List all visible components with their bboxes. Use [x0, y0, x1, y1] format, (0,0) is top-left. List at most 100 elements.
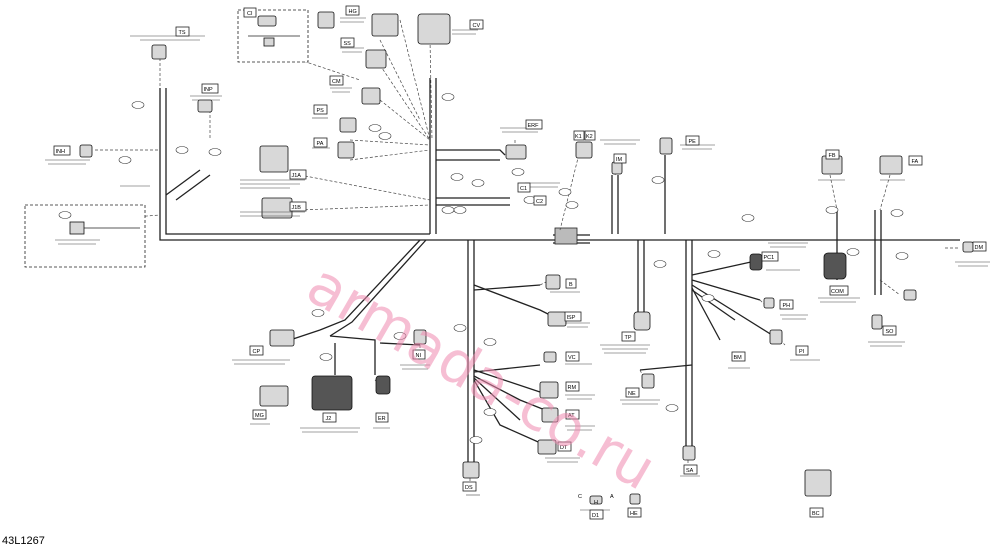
label-J2: J2	[322, 412, 337, 423]
svg-text:ISP: ISP	[567, 315, 576, 321]
svg-text:DM: DM	[975, 245, 984, 251]
label-MG: MG	[252, 409, 267, 420]
connector-labels: TS HG CV SS CM PS PA INH INP J1A J1B ERF…	[53, 5, 987, 520]
label-COM: COM	[829, 285, 849, 296]
svg-text:J1B: J1B	[292, 205, 302, 211]
label-HG: HG	[345, 5, 360, 16]
label-K1: K1	[573, 130, 585, 141]
inset-box-top	[237, 9, 309, 63]
svg-text:CM: CM	[332, 79, 341, 85]
label-PI: PI	[795, 345, 809, 356]
svg-text:DS: DS	[465, 485, 473, 491]
label-D1: D1	[589, 509, 604, 520]
right-center-branch	[637, 240, 781, 460]
svg-text:C2: C2	[536, 199, 543, 205]
svg-text:COM: COM	[831, 289, 844, 295]
drawing-reference: 43L1267	[2, 535, 45, 547]
svg-text:BM: BM	[734, 355, 743, 361]
label-J1A: J1A	[289, 169, 307, 180]
label-INH: INH	[53, 145, 71, 156]
connectors	[79, 11, 974, 505]
label-CP: CP	[249, 345, 264, 356]
svg-text:FA: FA	[912, 159, 919, 165]
svg-text:NE: NE	[628, 391, 636, 397]
label-INP: INP	[201, 83, 219, 94]
svg-text:CI: CI	[247, 11, 253, 17]
pin-mark-c: C	[578, 494, 582, 500]
label-C1: C1	[517, 182, 531, 193]
label-FB: FB	[825, 149, 840, 160]
label-AT: AT	[565, 409, 580, 420]
label-IM: IM	[613, 153, 627, 164]
svg-text:K2: K2	[586, 134, 593, 140]
label-PH: PH	[779, 299, 794, 310]
label-ISP: ISP	[564, 311, 582, 322]
label-ERF: ERF	[525, 119, 543, 130]
svg-text:PS: PS	[317, 108, 325, 114]
svg-text:A: A	[610, 494, 614, 500]
label-SS: SS	[340, 37, 355, 48]
label-PS: PS	[313, 104, 328, 115]
label-SA: SA	[683, 464, 698, 475]
label-NI: NI	[412, 349, 426, 360]
description-text-lines	[45, 17, 990, 511]
label-CI: CI	[243, 7, 257, 18]
label-PC1: PC1	[761, 251, 779, 262]
svg-text:TS: TS	[179, 30, 186, 36]
svg-text:NI: NI	[416, 353, 422, 359]
label-DS: DS	[462, 481, 477, 492]
svg-text:TP: TP	[625, 335, 632, 341]
svg-text:B: B	[569, 282, 573, 288]
svg-text:C: C	[578, 494, 582, 500]
svg-text:PC1: PC1	[764, 255, 775, 261]
svg-text:FB: FB	[829, 153, 836, 159]
label-RM: RM	[565, 381, 580, 392]
svg-text:K1: K1	[575, 134, 582, 140]
svg-text:PA: PA	[317, 141, 324, 147]
svg-text:INP: INP	[204, 87, 214, 93]
label-BM: BM	[731, 351, 746, 362]
svg-text:VC: VC	[568, 355, 576, 361]
svg-text:HG: HG	[349, 9, 357, 15]
label-TP: TP	[621, 331, 636, 342]
svg-text:HE: HE	[630, 511, 638, 517]
svg-text:PI: PI	[799, 349, 805, 355]
svg-text:SS: SS	[344, 41, 352, 47]
pin-mark-a: A	[610, 494, 614, 500]
svg-text:PH: PH	[783, 303, 791, 309]
svg-text:CV: CV	[473, 23, 481, 29]
label-VC: VC	[565, 351, 580, 362]
svg-text:SO: SO	[886, 329, 895, 335]
label-PE: PE	[685, 135, 700, 146]
label-C2: C2	[533, 195, 547, 206]
svg-text:J1A: J1A	[292, 173, 302, 179]
label-PA: PA	[313, 137, 328, 148]
pin-mark-h: H	[594, 500, 598, 506]
label-K2: K2	[584, 130, 596, 141]
label-B: B	[565, 278, 577, 289]
label-TS: TS	[175, 26, 190, 37]
label-CM: CM	[329, 75, 344, 86]
label-HE: HE	[627, 507, 642, 518]
lower-left-branch	[289, 239, 427, 375]
label-ER: ER	[375, 412, 389, 423]
label-NE: NE	[625, 387, 640, 398]
svg-text:RM: RM	[568, 385, 577, 391]
svg-text:ERF: ERF	[528, 123, 540, 129]
svg-text:C1: C1	[520, 186, 527, 192]
svg-text:CP: CP	[253, 349, 261, 355]
label-CV: CV	[469, 19, 484, 30]
label-FA: FA	[908, 155, 923, 166]
label-DM: DM	[972, 241, 987, 252]
svg-text:ER: ER	[378, 416, 386, 422]
label-SO: SO	[882, 325, 897, 336]
svg-text:BC: BC	[812, 511, 820, 517]
svg-text:INH: INH	[56, 149, 66, 155]
label-DT: DT	[557, 441, 572, 452]
svg-text:IM: IM	[616, 157, 623, 163]
svg-text:MG: MG	[255, 413, 264, 419]
label-J1B: J1B	[289, 201, 307, 212]
svg-text:H: H	[594, 500, 598, 506]
label-BC: BC	[809, 507, 824, 518]
